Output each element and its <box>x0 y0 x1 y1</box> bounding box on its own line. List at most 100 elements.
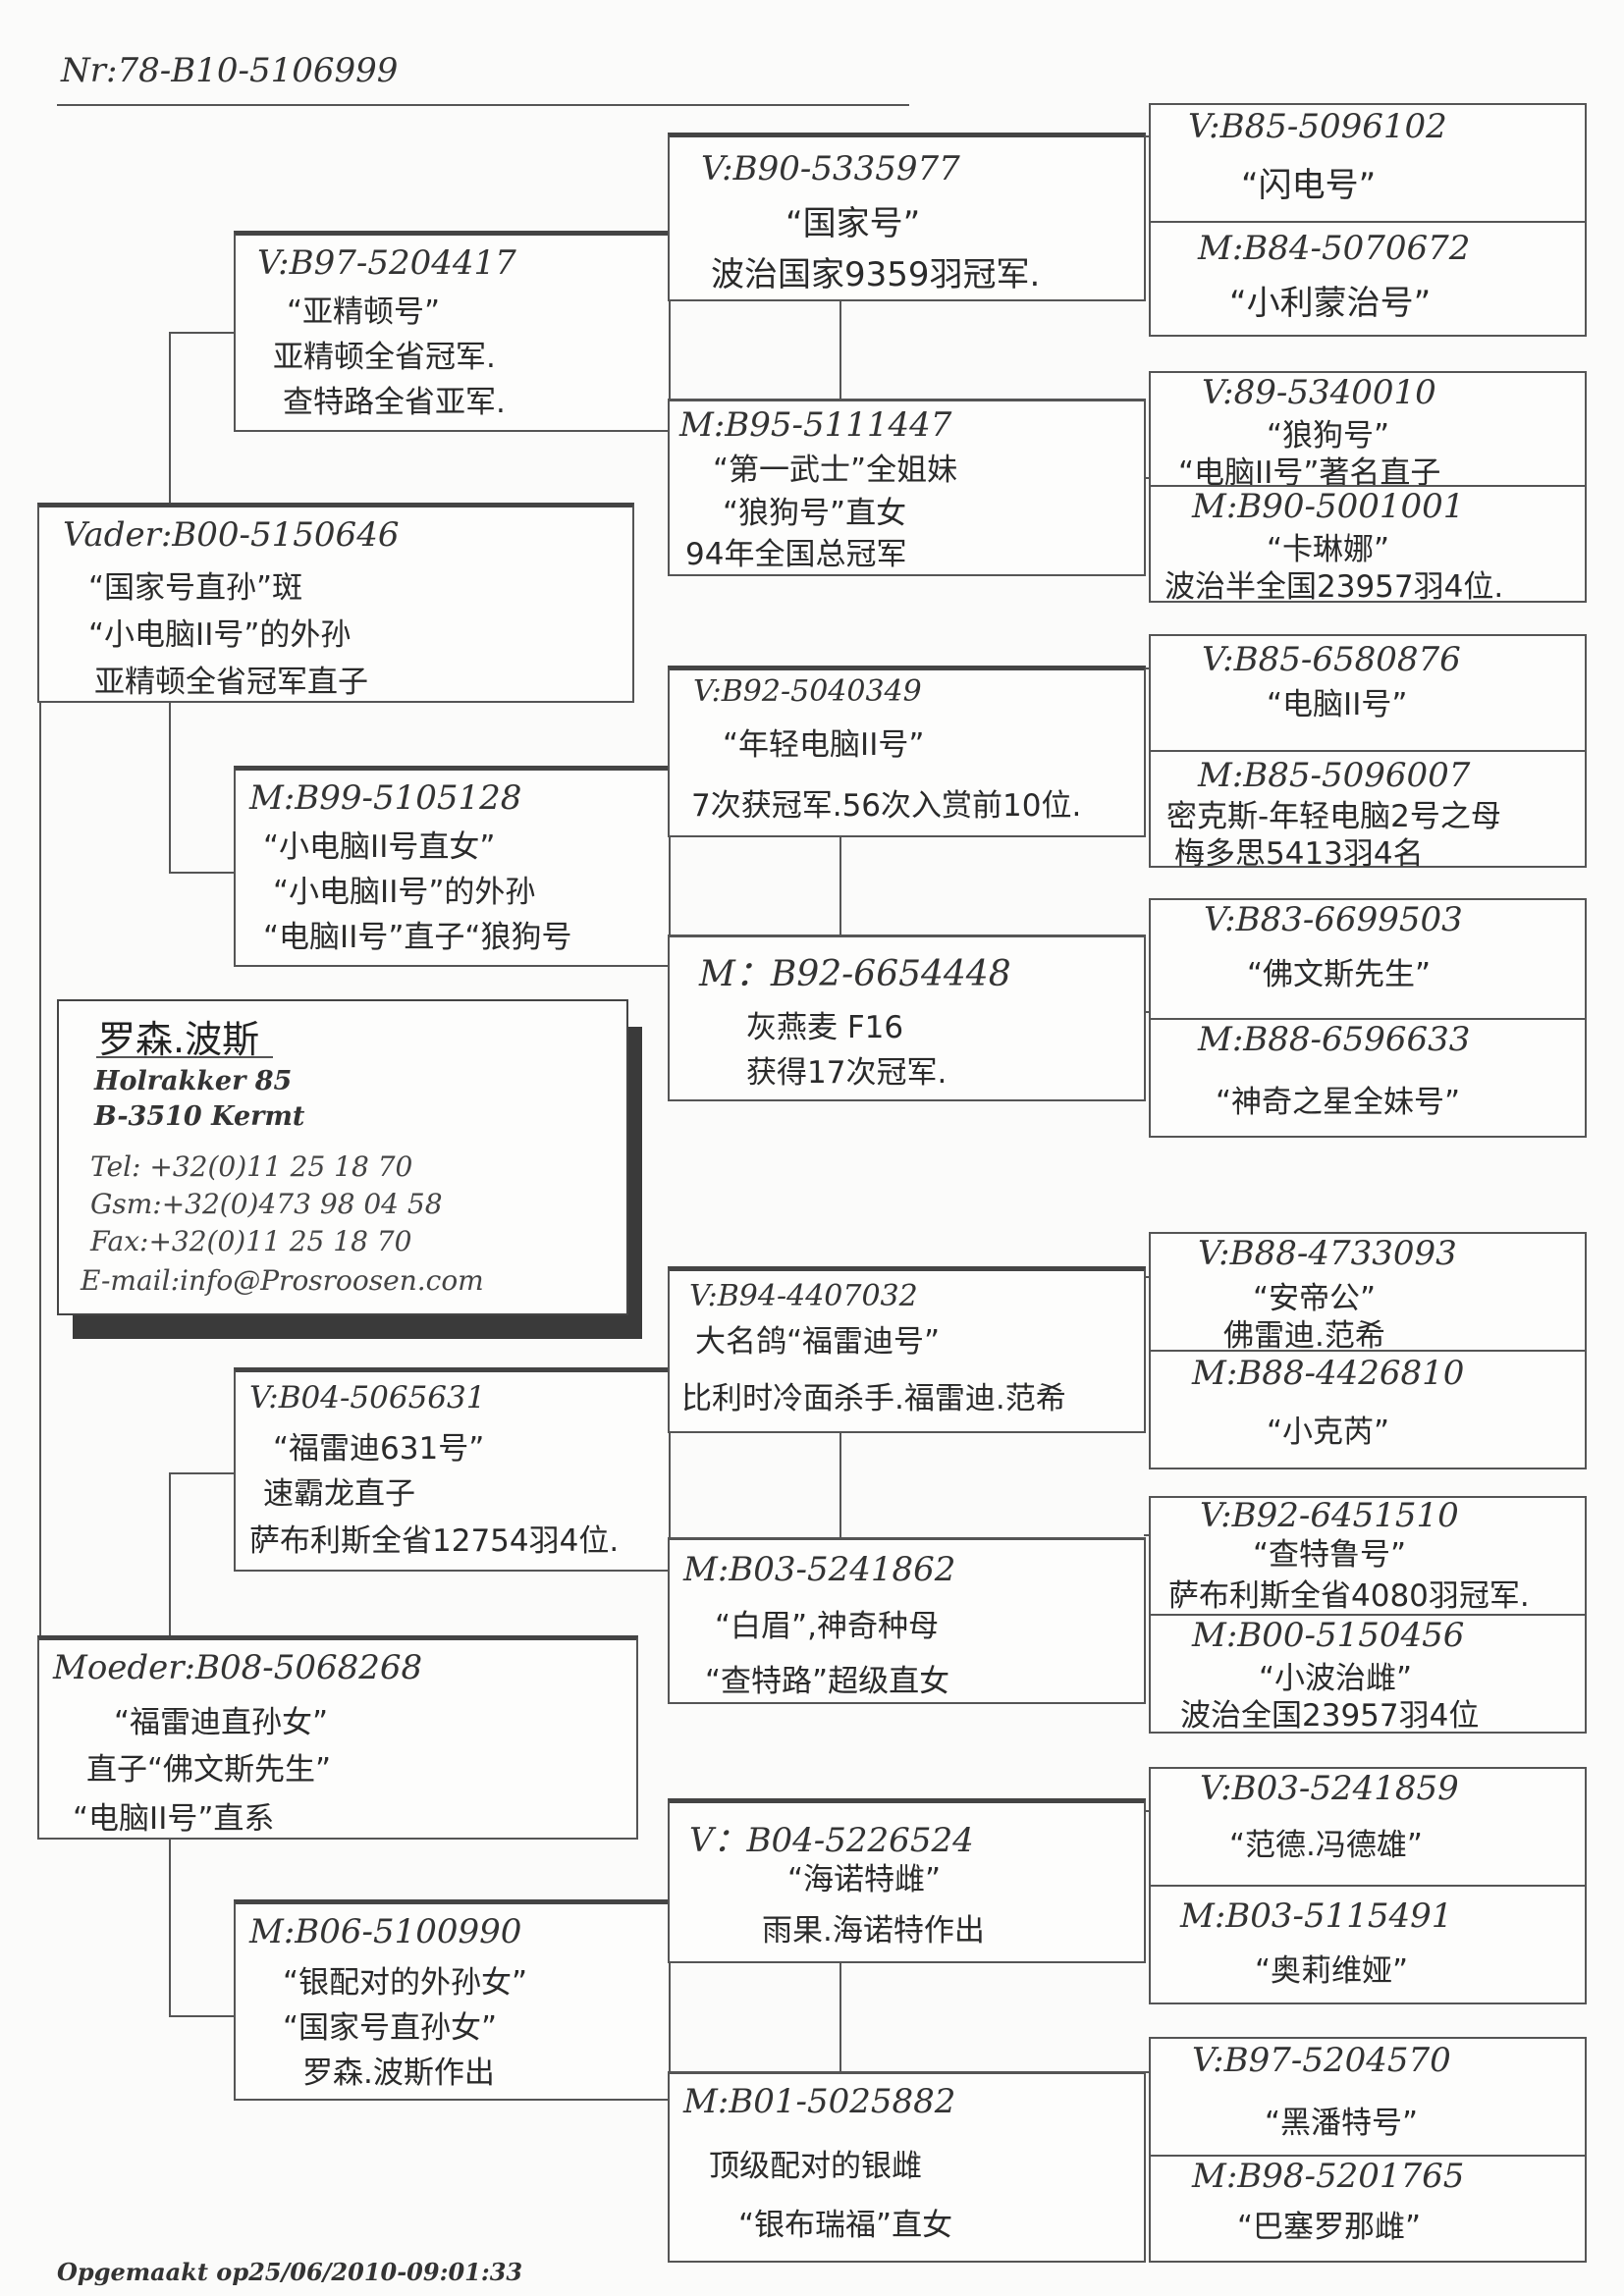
gen4-line: 梅多思5413羽4名 <box>1174 836 1424 872</box>
gen3-code: M：B92-6654448 <box>699 954 1011 994</box>
gen2-line: “银配对的外孙女” <box>283 1965 528 2001</box>
sire-code: Vader:B00-5150646 <box>63 515 400 555</box>
owner-street: Holrakker 85 <box>94 1066 293 1096</box>
owner-fax: Fax:+32(0)11 25 18 70 <box>90 1225 412 1257</box>
gen4-box: V:B85-5096102 “闪电号” <box>1149 103 1587 223</box>
gen4-line: “范德.冯德雄” <box>1229 1828 1423 1863</box>
connector-line <box>1144 1810 1151 1812</box>
gen4-code: M:B90-5001001 <box>1192 487 1465 526</box>
gen4-box: V:B97-5204570 “黑潘特号” <box>1149 2037 1587 2157</box>
gen2-line: “福雷迪631号” <box>273 1431 485 1467</box>
gen2-line: “小电脑II号直女” <box>263 829 496 865</box>
gen3-code: M:B03-5241862 <box>683 1550 956 1589</box>
gen4-line: “狼狗号” <box>1267 418 1390 454</box>
gen3-code: V:B94-4407032 <box>689 1279 918 1313</box>
gen4-code: M:B88-4426810 <box>1192 1354 1465 1393</box>
gen2-line: “亚精顿号” <box>287 294 441 330</box>
sire-line: 亚精顿全省冠军直子 <box>94 665 368 700</box>
gen4-box: M:B85-5096007 密克斯-年轻电脑2号之母 梅多思5413羽4名 <box>1149 750 1587 872</box>
connector-line <box>1144 477 1151 479</box>
connector-line <box>39 702 41 1644</box>
gen4-box: M:B90-5001001 “卡琳娜” 波治半全国23957羽4位. <box>1149 485 1587 605</box>
gen4-line: “黑潘特号” <box>1265 2106 1419 2141</box>
owner-name: 罗森.波斯 <box>98 1018 260 1061</box>
connector-line <box>169 2015 236 2017</box>
gen3-line: “国家号” <box>785 204 921 243</box>
gen4-box: M:B88-4426810 “小克芮” <box>1149 1350 1587 1469</box>
gen3-line: 顶级配对的银雌 <box>709 2149 922 2184</box>
connector-line <box>169 1472 236 1474</box>
owner-city: B-3510 Kermt <box>94 1101 305 1132</box>
gen2-box: M:B99-5105128 “小电脑II号直女” “小电脑II号”的外孙 “电脑… <box>234 766 671 967</box>
gen2-box: M:B06-5100990 “银配对的外孙女” “国家号直孙女” 罗森.波斯作出 <box>234 1899 671 2101</box>
connector-line <box>839 299 841 400</box>
owner-gsm: Gsm:+32(0)473 98 04 58 <box>90 1188 443 1220</box>
gen4-code: V:B85-6580876 <box>1202 640 1461 679</box>
gen3-box: M:B03-5241862 “白眉”,神奇种母 “查特路”超级直女 <box>668 1537 1146 1704</box>
gen3-line: “白眉”,神奇种母 <box>715 1609 939 1644</box>
gen4-box: M:B00-5150456 “小波治雌” 波治全国23957羽4位 <box>1149 1614 1587 1734</box>
gen3-box: M:B95-5111447 “第一武士”全姐妹 “狼狗号”直女 94年全国总冠军 <box>668 399 1146 576</box>
gen4-box: M:B84-5070672 “小利蒙治号” <box>1149 221 1587 337</box>
gen3-box: V:B92-5040349 “年轻电脑II号” 7次获冠军.56次入赏前10位. <box>668 666 1146 837</box>
gen2-line: 查特路全省亚军. <box>283 385 506 420</box>
gen4-line: 波治半全国23957羽4位. <box>1164 569 1504 605</box>
gen2-line: 萨布利斯全省12754羽4位. <box>249 1523 620 1559</box>
gen4-line: “卡琳娜” <box>1267 532 1390 567</box>
gen3-box: V：B04-5226524 “海诺特雌” 雨果.海诺特作出 <box>668 1798 1146 1963</box>
gen4-box: M:B03-5115491 “奥莉维娅” <box>1149 1885 1587 2004</box>
gen3-box: V:B90-5335977 “国家号” 波治国家9359羽冠军. <box>668 133 1146 301</box>
sire-line: “国家号直孙”斑 <box>88 570 303 606</box>
gen3-line: “海诺特雌” <box>787 1862 942 1897</box>
gen2-code: M:B99-5105128 <box>249 778 522 818</box>
gen4-code: V:B03-5241859 <box>1200 1769 1459 1808</box>
owner-tel: Tel: +32(0)11 25 18 70 <box>90 1150 413 1183</box>
gen4-line: 佛雷迪.范希 <box>1223 1318 1385 1354</box>
dam-line: “福雷迪直孙女” <box>114 1705 329 1740</box>
connector-line <box>1144 2071 1151 2073</box>
connector-line <box>1144 1011 1151 1013</box>
gen2-line: “电脑II号”直子“狼狗号 <box>263 920 572 955</box>
gen4-line: “巴塞罗那雌” <box>1237 2210 1422 2245</box>
gen4-line: “小波治雌” <box>1259 1661 1413 1696</box>
gen4-line: “奥莉维娅” <box>1255 1953 1409 1989</box>
gen4-code: V:B85-5096102 <box>1188 107 1447 146</box>
gen2-line: “小电脑II号”的外孙 <box>273 875 536 910</box>
gen3-line: “狼狗号”直女 <box>723 496 907 531</box>
gen4-code: M:B00-5150456 <box>1192 1616 1465 1655</box>
gen3-line: “第一武士”全姐妹 <box>713 453 958 488</box>
gen4-box: V:B83-6699503 “佛文斯先生” <box>1149 898 1587 1020</box>
gen4-code: V:B88-4733093 <box>1198 1234 1457 1273</box>
gen4-code: M:B03-5115491 <box>1180 1896 1453 1936</box>
gen4-code: V:B97-5204570 <box>1192 2041 1451 2080</box>
gen4-code: M:B98-5201765 <box>1192 2157 1465 2196</box>
gen3-code: V:B90-5335977 <box>701 149 960 188</box>
gen2-code: V:B04-5065631 <box>249 1380 486 1415</box>
dam-line: “电脑II号”直系 <box>73 1801 275 1837</box>
gen3-code: M:B01-5025882 <box>683 2082 956 2121</box>
header-rule <box>57 104 909 106</box>
gen3-code: V:B92-5040349 <box>693 674 922 709</box>
dam-box: Moeder:B08-5068268 “福雷迪直孙女” 直子“佛文斯先生” “电… <box>37 1635 638 1840</box>
pedigree-number: Nr:78-B10-5106999 <box>61 51 399 90</box>
gen3-line: “年轻电脑II号” <box>723 727 925 763</box>
footer-created: Opgemaakt op25/06/2010-09:01:33 <box>57 2258 523 2286</box>
sire-line: “小电脑II号”的外孙 <box>88 617 352 653</box>
connector-line <box>1144 135 1151 137</box>
connector-line <box>169 332 236 334</box>
connector-line <box>1144 667 1151 669</box>
gen4-code: V:B83-6699503 <box>1204 900 1463 939</box>
gen4-code: V:89-5340010 <box>1202 373 1436 412</box>
gen2-line: 速霸龙直子 <box>263 1476 415 1512</box>
gen2-box: V:B97-5204417 “亚精顿号” 亚精顿全省冠军. 查特路全省亚军. <box>234 231 671 432</box>
owner-card: 罗森.波斯 Holrakker 85 B-3510 Kermt Tel: +32… <box>57 999 628 1315</box>
gen4-code: M:B88-6596633 <box>1198 1020 1471 1059</box>
gen3-code: V：B04-5226524 <box>689 1821 974 1860</box>
gen3-box: M：B92-6654448 灰燕麦 F16 获得17次冠军. <box>668 934 1146 1101</box>
gen2-box: V:B04-5065631 “福雷迪631号” 速霸龙直子 萨布利斯全省1275… <box>234 1367 671 1572</box>
connector-line <box>839 834 841 936</box>
gen3-line: 灰燕麦 F16 <box>746 1010 904 1045</box>
gen4-line: 密克斯-年轻电脑2号之母 <box>1166 799 1501 834</box>
gen3-box: V:B94-4407032 大名鸽“福雷迪号” 比利时冷面杀手.福雷迪.范希 <box>668 1266 1146 1433</box>
gen4-line: “小克芮” <box>1267 1415 1390 1450</box>
